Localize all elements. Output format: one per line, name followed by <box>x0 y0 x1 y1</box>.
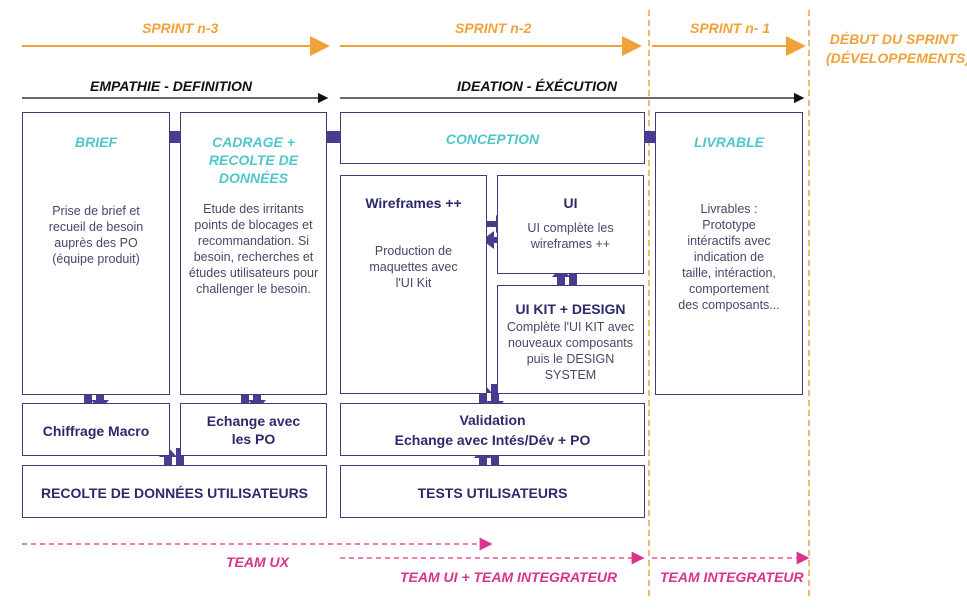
chiffrage-title: Chiffrage Macro <box>42 423 150 439</box>
chiffrage-box: Chiffrage Macro <box>22 403 170 456</box>
recolte-title: RECOLTE DE DONNÉES UTILISATEURS <box>40 485 309 501</box>
ui-title: UI <box>563 195 578 211</box>
phase-empathie-label: EMPATHIE - DEFINITION <box>90 78 253 94</box>
validation-line2: Echange avec Intés/Dév + PO <box>394 432 591 448</box>
brief-title: BRIEF <box>75 134 117 150</box>
validation-line1: Validation <box>459 412 526 428</box>
livrable-box: LIVRABLE Livrables : Prototype intéracti… <box>655 112 803 395</box>
cadrage-box: CADRAGE + RECOLTE DE DONNÉES Etude des i… <box>180 112 327 395</box>
debut-line2: (DÉVELOPPEMENTS) <box>826 50 967 66</box>
ui-box: UI UI complète les wireframes ++ <box>497 175 644 274</box>
echange-title: Echange avec les PO <box>206 413 301 447</box>
livrable-body: Livrables : Prototype intéractifs avec i… <box>678 202 780 312</box>
uikit-box: UI KIT + DESIGN Complète l'UI KIT avec n… <box>497 285 644 394</box>
team-ui-integ-label: TEAM UI + TEAM INTEGRATEUR <box>400 569 618 585</box>
tests-title: TESTS UTILISATEURS <box>417 485 568 501</box>
livrable-title: LIVRABLE <box>694 134 764 150</box>
uikit-title: UI KIT + DESIGN <box>515 301 626 317</box>
brief-box: BRIEF Prise de brief et recueil de besoi… <box>22 112 170 395</box>
tests-box: TESTS UTILISATEURS <box>340 465 645 518</box>
phase-ideation-label: IDEATION - ÉXÉCUTION <box>457 78 617 94</box>
wireframes-box: Wireframes ++ Production de maquettes av… <box>340 175 487 394</box>
conception-box: CONCEPTION <box>340 112 645 164</box>
uikit-body: Complète l'UI KIT avec nouveaux composan… <box>506 320 635 382</box>
cadrage-title: CADRAGE + RECOLTE DE DONNÉES <box>208 134 299 186</box>
wireframes-body: Production de maquettes avec l'UI Kit <box>369 244 458 290</box>
debut-sprint-label: DÉBUT DU SPRINT (DÉVELOPPEMENTS) <box>826 30 967 68</box>
sprint-n2-label: SPRINT n-2 <box>455 20 532 36</box>
cadrage-body: Etude des irritants points de blocages e… <box>188 202 319 296</box>
recolte-box: RECOLTE DE DONNÉES UTILISATEURS <box>22 465 327 518</box>
validation-box: Validation Echange avec Intés/Dév + PO <box>340 403 645 456</box>
echange-box: Echange avec les PO <box>180 403 327 456</box>
sprint-n3-label: SPRINT n-3 <box>142 20 219 36</box>
ui-body: UI complète les wireframes ++ <box>527 221 614 251</box>
brief-body: Prise de brief et recueil de besoin aupr… <box>48 204 144 266</box>
wireframes-title: Wireframes ++ <box>365 195 462 211</box>
team-integ-label: TEAM INTEGRATEUR <box>660 569 804 585</box>
arrow-ui-to-wire <box>482 231 508 249</box>
sprint-n1-label: SPRINT n- 1 <box>690 20 771 36</box>
conception-title: CONCEPTION <box>445 131 540 147</box>
debut-line1: DÉBUT DU SPRINT <box>829 31 958 47</box>
team-ux-label: TEAM UX <box>226 554 289 570</box>
